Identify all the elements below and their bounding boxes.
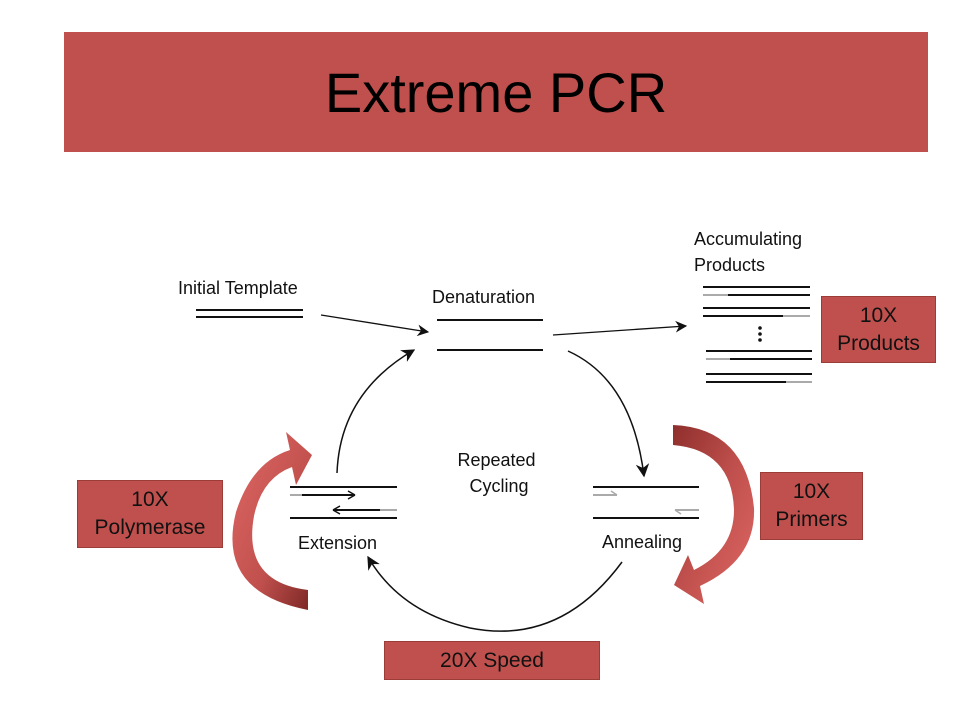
repeated-line-2: Cycling (469, 476, 528, 496)
polymerase-red-curved-arrow (232, 432, 312, 610)
template-to-denaturation-arrow (320, 314, 430, 337)
polymerase-callout-line-2: Polymerase (94, 516, 206, 539)
initial-template-label: Initial Template (178, 278, 298, 298)
primers-callout-line-1: 10X (792, 480, 831, 503)
extension-to-denaturation-arrow (336, 349, 416, 474)
repeated-cycling-label: Repeated Cycling (457, 450, 540, 496)
extension-strands (290, 486, 397, 519)
primers-callout: 10X Primers (760, 472, 863, 540)
page-title: Extreme PCR (324, 60, 668, 124)
extension-label: Extension (298, 533, 377, 553)
initial-template-strands (196, 309, 303, 318)
annealing-strands (593, 486, 699, 519)
accumulating-line-1: Accumulating (694, 229, 802, 249)
primers-callout-line-2: Primers (775, 508, 848, 531)
accumulating-line-2: Products (694, 255, 765, 275)
primers-red-curved-arrow (673, 425, 755, 604)
speed-callout: 20X Speed (384, 641, 600, 680)
denaturation-to-products-arrow (552, 320, 688, 336)
annealing-to-extension-arrow (367, 555, 623, 632)
denatured-strands (437, 319, 543, 351)
annealing-label: Annealing (602, 532, 682, 552)
denaturation-label: Denaturation (432, 287, 535, 307)
product-strands (703, 286, 812, 383)
products-callout-line-2: Products (837, 331, 920, 355)
products-callout-line-1: 10X (859, 303, 898, 327)
accumulating-products-label: Accumulating Products (694, 229, 807, 275)
repeated-line-1: Repeated (457, 450, 535, 470)
speed-callout-label: 20X Speed (440, 648, 544, 672)
products-callout: 10X Products (821, 296, 936, 363)
polymerase-callout-line-1: 10X (131, 488, 169, 511)
denaturation-to-annealing-arrow (567, 350, 650, 478)
title-bar: Extreme PCR (64, 32, 928, 152)
polymerase-callout: 10X Polymerase (77, 480, 223, 548)
